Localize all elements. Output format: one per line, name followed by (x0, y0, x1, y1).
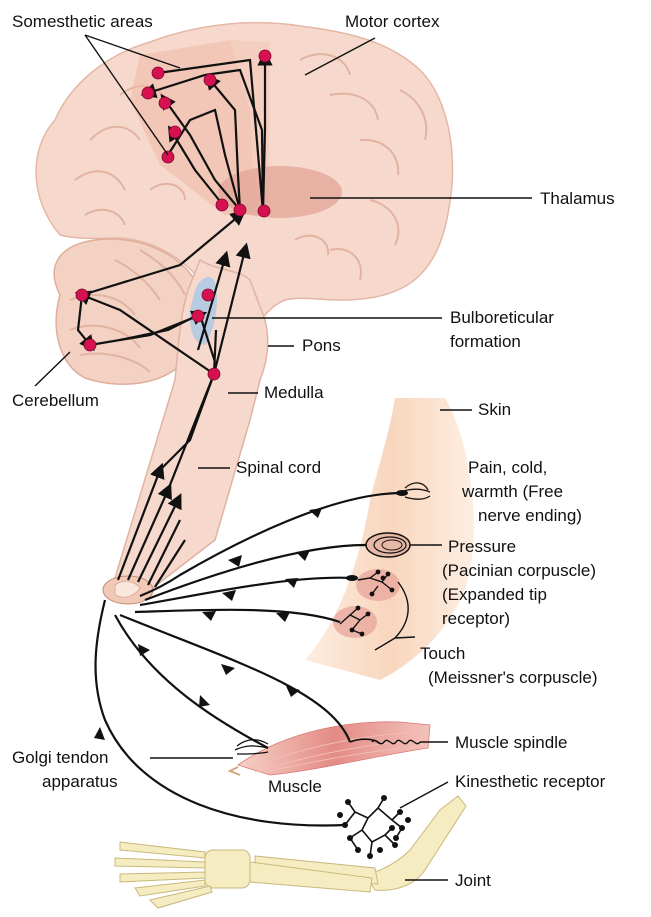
label-muscle: Muscle (268, 777, 322, 796)
label-muscle-spindle: Muscle spindle (455, 733, 567, 752)
label-cerebellum: Cerebellum (12, 391, 99, 410)
label-touch-line1: Touch (420, 644, 465, 663)
label-pain-line1: Pain, cold, (468, 458, 547, 477)
label-thalamus: Thalamus (540, 189, 615, 208)
nerve-touch (135, 610, 340, 622)
label-spinal-cord: Spinal cord (236, 458, 321, 477)
nerve-expanded-tip (140, 578, 352, 605)
label-joint: Joint (455, 871, 491, 890)
nerve-golgi (115, 615, 268, 748)
label-medulla: Medulla (264, 383, 324, 402)
label-somesthetic-areas: Somesthetic areas (12, 12, 153, 31)
label-motor-cortex: Motor cortex (345, 12, 440, 31)
nerve-muscle-spindle (120, 615, 350, 742)
label-bulboreticular: Bulboreticular (450, 308, 554, 327)
label-pressure-line1: Pressure (448, 537, 516, 556)
kinesthetic-receptor (337, 795, 411, 859)
label-formation: formation (450, 332, 521, 351)
arm-skeleton (115, 796, 466, 908)
label-touch-line2: (Meissner's corpuscle) (428, 668, 598, 687)
label-pressure-line3: (Expanded tip (442, 585, 547, 604)
label-skin: Skin (478, 400, 511, 419)
label-pain-line3: nerve ending) (478, 506, 582, 525)
label-golgi-line2: apparatus (42, 772, 118, 791)
label-golgi-line1: Golgi tendon (12, 748, 108, 767)
label-pressure-line2: (Pacinian corpuscle) (442, 561, 596, 580)
pacinian-corpuscle (366, 533, 410, 557)
label-pressure-line4: receptor) (442, 609, 510, 628)
muscle (230, 722, 430, 775)
label-pons: Pons (302, 336, 341, 355)
label-kinesthetic-receptor: Kinesthetic receptor (455, 772, 606, 791)
label-pain-line2: warmth (Free (461, 482, 563, 501)
